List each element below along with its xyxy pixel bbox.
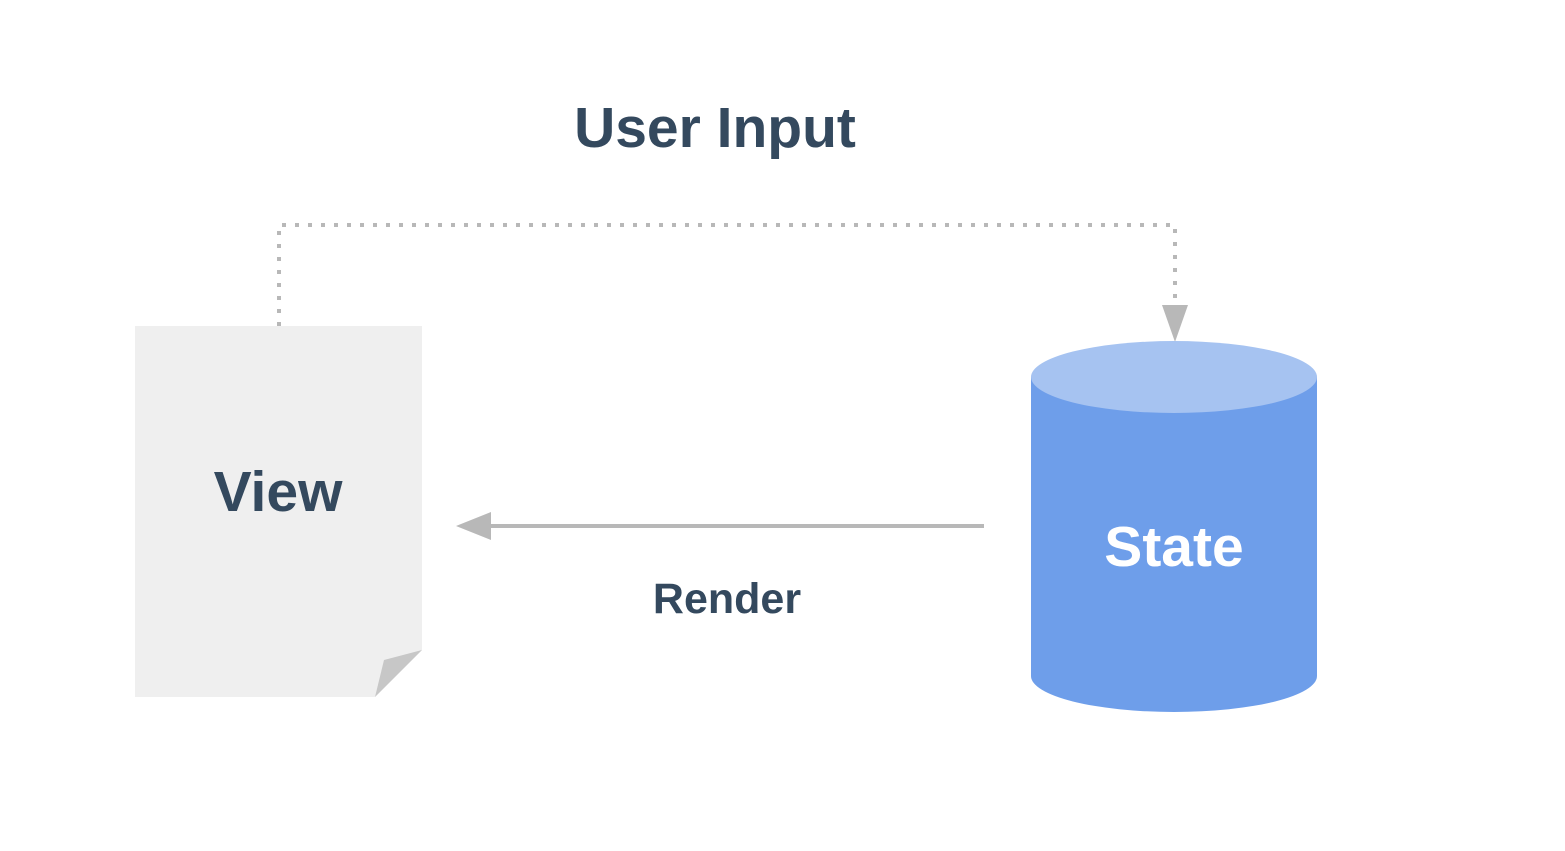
view-fold xyxy=(375,650,422,697)
render-arrow xyxy=(456,512,984,540)
user-input-label: User Input xyxy=(574,96,856,160)
user-input-connector xyxy=(277,223,1188,342)
user-input-arrowhead xyxy=(1162,305,1188,342)
view-label: View xyxy=(214,460,344,524)
state-label: State xyxy=(1104,515,1243,579)
state-cylinder-top xyxy=(1031,341,1317,413)
render-label: Render xyxy=(653,575,801,623)
state-database-cylinder-icon: State xyxy=(1031,341,1317,712)
view-document-icon: View xyxy=(135,326,422,697)
